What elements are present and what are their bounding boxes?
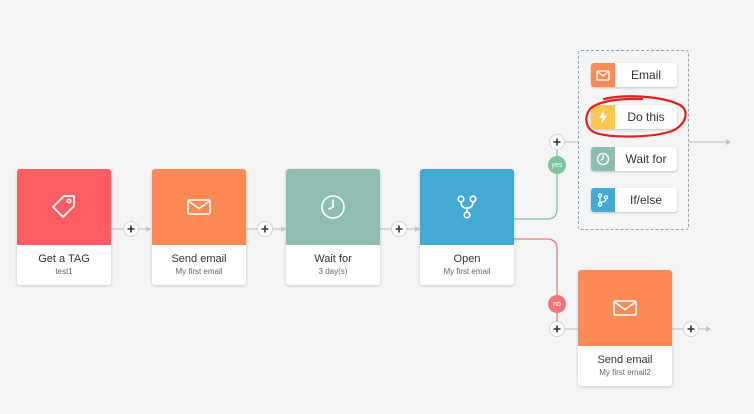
lightning-icon (599, 110, 607, 124)
branch-icon (597, 193, 609, 207)
node-subtitle: My first email2 (599, 368, 651, 377)
yes-branch-badge: yes (548, 156, 566, 174)
option-icon-box (591, 63, 615, 87)
node-subtitle: My first email (443, 267, 491, 276)
node-header (420, 169, 514, 245)
node-subtitle: test1 (55, 267, 73, 276)
no-branch-badge: no (548, 295, 566, 313)
node-title: Get a TAG (38, 253, 90, 265)
plus-icon (395, 225, 403, 233)
envelope-icon (187, 199, 211, 215)
tag-icon (52, 195, 75, 218)
add-step-button[interactable] (684, 322, 698, 336)
node-header (578, 270, 672, 346)
node-title: Send email (171, 253, 227, 265)
step-picker-panel (578, 50, 689, 230)
branch-icon (457, 195, 477, 219)
node-subtitle: My first email (175, 267, 223, 276)
option-label: Do this (627, 110, 665, 124)
add-step-button-yes[interactable] (550, 135, 564, 149)
picker-option-if-else[interactable]: If/else (591, 188, 677, 212)
option-icon-box (591, 188, 615, 212)
node-title: Open (453, 253, 481, 265)
clock-icon (596, 152, 610, 166)
node-get-a-tag[interactable]: Get a TAG test1 (17, 169, 111, 285)
plus-icon (687, 325, 695, 333)
clock-icon (321, 195, 345, 219)
plus-icon (127, 225, 135, 233)
add-step-button-no[interactable] (550, 322, 564, 336)
node-wait-for[interactable]: Wait for 3 day(s) (286, 169, 380, 285)
node-send-email-2[interactable]: Send email My first email2 (578, 270, 672, 386)
plus-icon (261, 225, 269, 233)
node-title: Wait for (314, 253, 352, 265)
add-step-button[interactable] (124, 222, 138, 236)
plus-icon (553, 325, 561, 333)
option-label: Wait for (625, 152, 667, 166)
node-header (17, 169, 111, 245)
node-title: Send email (597, 354, 653, 366)
option-icon-box (591, 147, 615, 171)
node-header (286, 169, 380, 245)
envelope-icon (596, 69, 610, 81)
option-icon-box (591, 105, 615, 129)
picker-option-do-this[interactable]: Do this (591, 105, 677, 129)
node-header (152, 169, 246, 245)
picker-option-email[interactable]: Email (591, 63, 677, 87)
option-label: If/else (629, 193, 662, 207)
add-step-button[interactable] (258, 222, 272, 236)
envelope-icon (613, 300, 637, 316)
option-label: Email (630, 68, 661, 82)
plus-icon (553, 138, 561, 146)
node-open[interactable]: Open My first email (420, 169, 514, 285)
add-step-button[interactable] (392, 222, 406, 236)
node-send-email[interactable]: Send email My first email (152, 169, 246, 285)
picker-option-wait-for[interactable]: Wait for (591, 147, 677, 171)
node-subtitle: 3 day(s) (318, 267, 348, 276)
